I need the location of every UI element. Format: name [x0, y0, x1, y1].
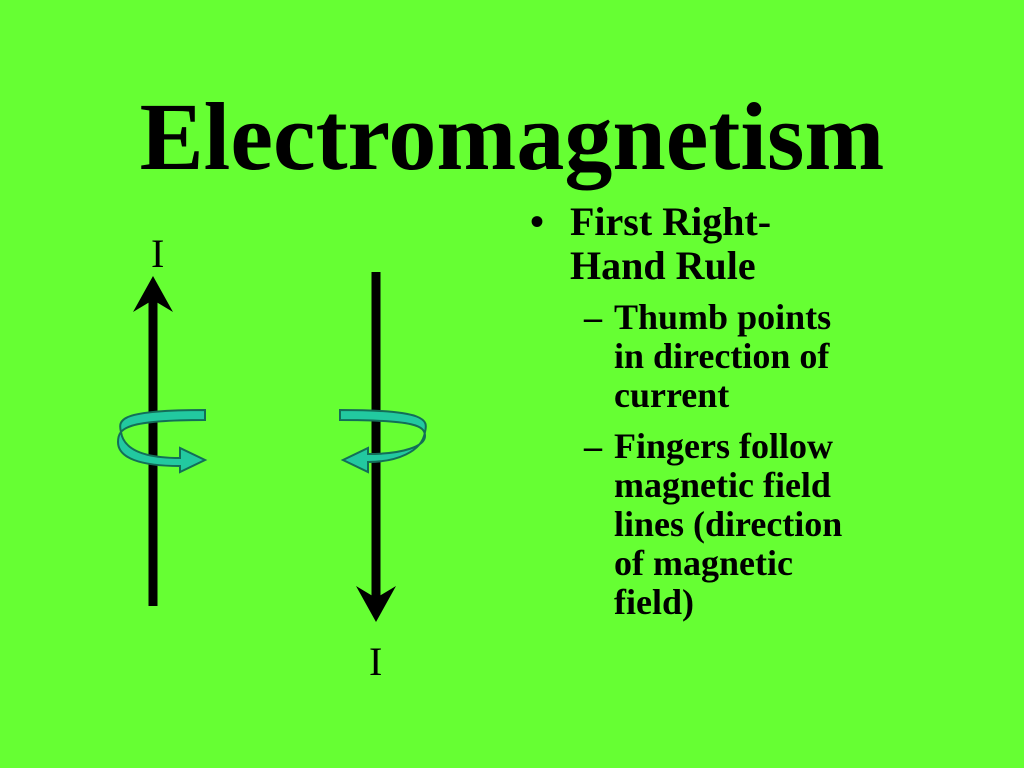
current-label-down: I — [369, 639, 383, 684]
arrowhead-up-icon — [133, 276, 173, 312]
field-loop-right-icon — [339, 408, 427, 474]
wire-current-up — [133, 276, 173, 606]
sub-bullet-thumb: – Thumb points in direction of current — [584, 297, 832, 415]
bullet-dot-icon: • — [530, 199, 545, 244]
current-label-up: I — [151, 231, 165, 276]
sub-bullet-fingers: – Fingers follow magnetic field lines (d… — [584, 426, 843, 622]
bullet-list: • First Right- Hand Rule – Thumb points … — [530, 200, 1010, 622]
dash-mark-icon: – — [584, 426, 602, 466]
dash-mark-icon: – — [584, 297, 602, 337]
bullet-first-right-hand-rule: • First Right- Hand Rule — [530, 199, 772, 288]
slide-title: Electromagnetism — [139, 83, 885, 190]
field-loop-left-icon — [116, 408, 208, 474]
wire-current-down — [356, 272, 396, 622]
arrowhead-down-icon — [356, 586, 396, 622]
